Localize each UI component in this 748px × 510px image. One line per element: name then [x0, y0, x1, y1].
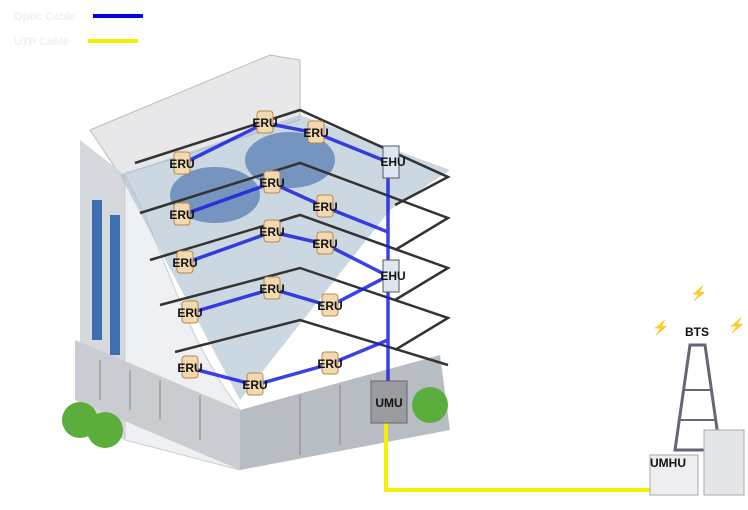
eru-node: ERU: [172, 250, 198, 274]
umhu-label: UMHU: [650, 456, 686, 470]
eru-node: ERU: [169, 202, 195, 226]
signal-icon: ⚡: [728, 317, 745, 334]
eru-device-icon: [321, 293, 339, 317]
legend-optic-label: Optic Cable: [14, 11, 75, 23]
ehu-device-icon: [382, 145, 400, 179]
umhu-node: UMHU: [650, 456, 686, 470]
optic-cables: [181, 121, 390, 395]
eru-node: ERU: [317, 351, 343, 375]
bts-node: BTS: [685, 325, 709, 339]
legend-utp-label: UTP Cable: [14, 36, 69, 48]
eru-label: ERU: [242, 378, 267, 392]
umu-label: UMU: [375, 396, 402, 410]
eru-device-icon: [181, 300, 199, 324]
building: [62, 54, 451, 471]
eru-device-icon: [307, 120, 325, 144]
umu-device-icon: [370, 380, 408, 424]
bts-label: BTS: [685, 325, 709, 339]
eru-device-icon: [316, 194, 334, 218]
signal-icon: ⚡: [652, 319, 669, 336]
eru-device-icon: [316, 231, 334, 255]
eru-label: ERU: [312, 200, 337, 214]
eru-label: ERU: [169, 157, 194, 171]
eru-node: ERU: [303, 120, 329, 144]
eru-label: ERU: [259, 176, 284, 190]
ehu-label: EHU: [380, 155, 405, 169]
eru-label: ERU: [169, 208, 194, 222]
eru-device-icon: [181, 355, 199, 379]
eru-node: ERU: [317, 293, 343, 317]
eru-device-icon: [263, 276, 281, 300]
eru-device-icon: [173, 151, 191, 175]
eru-device-icon: [173, 202, 191, 226]
eru-device-icon: [256, 110, 274, 134]
eru-node: ERU: [312, 231, 338, 255]
eru-node: ERU: [177, 300, 203, 324]
eru-label: ERU: [317, 299, 342, 313]
eru-node: ERU: [312, 194, 338, 218]
eru-device-icon: [246, 372, 264, 396]
eru-device-icon: [176, 250, 194, 274]
eru-label: ERU: [252, 116, 277, 130]
ehu-node: EHU: [380, 259, 406, 293]
eru-label: ERU: [172, 256, 197, 270]
eru-label: ERU: [303, 126, 328, 140]
eru-label: ERU: [317, 357, 342, 371]
eru-node: ERU: [259, 170, 285, 194]
eru-device-icon: [263, 170, 281, 194]
eru-device-icon: [263, 219, 281, 243]
signal-icon: ⚡: [690, 285, 707, 302]
eru-label: ERU: [177, 306, 202, 320]
legend: Optic Cable UTP Cable: [14, 11, 143, 48]
eru-device-icon: [321, 351, 339, 375]
ehu-device-icon: [382, 259, 400, 293]
eru-node: ERU: [169, 151, 195, 175]
trees: [62, 387, 448, 448]
eru-node: ERU: [242, 372, 268, 396]
eru-label: ERU: [312, 237, 337, 251]
eru-label: ERU: [259, 282, 284, 296]
eru-node: ERU: [259, 276, 285, 300]
utp-cable: [384, 420, 660, 492]
eru-label: ERU: [177, 361, 202, 375]
eru-label: ERU: [259, 225, 284, 239]
eru-node: ERU: [252, 110, 278, 134]
ehu-label: EHU: [380, 269, 405, 283]
ehu-node: EHU: [380, 145, 406, 179]
bts-tower: ⚡ ⚡ ⚡: [649, 285, 745, 496]
eru-node: ERU: [177, 355, 203, 379]
eru-node: ERU: [259, 219, 285, 243]
umu-node: UMU: [370, 380, 408, 424]
